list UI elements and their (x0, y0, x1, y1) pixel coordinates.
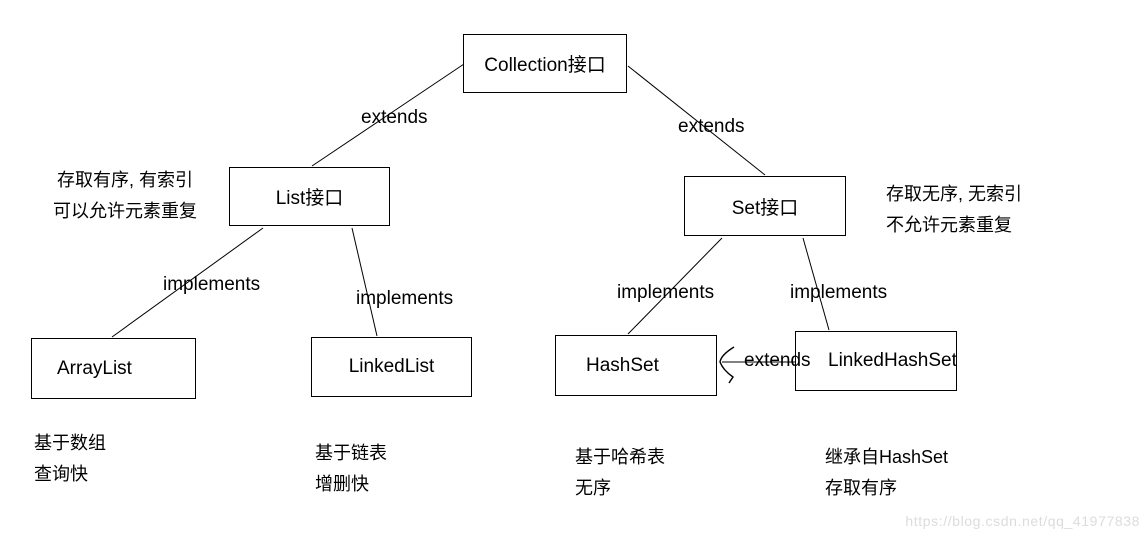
node-linkedlist: LinkedList (311, 337, 472, 397)
note-line: 基于哈希表 (575, 447, 665, 467)
edge-label-extends-collection-list: extends (361, 107, 428, 128)
edge-label-extends-collection-set: extends (678, 116, 745, 137)
node-label: ArrayList (57, 357, 132, 379)
edge-label-implements-linkedlist: implements (356, 288, 454, 309)
node-collection-interface: Collection接口 (463, 34, 627, 93)
edge-label-implements-linkedhashset: implements (790, 282, 888, 303)
node-set-interface: Set接口 (684, 176, 846, 236)
note-arraylist: 基于数组 查询快 (34, 428, 106, 490)
note-list-interface: 存取有序, 有索引 可以允许元素重复 (40, 165, 210, 227)
node-label: List接口 (275, 188, 344, 209)
edge-list-linkedlist (351, 227, 378, 337)
csdn-watermark: https://blog.csdn.net/qq_41977838 (905, 513, 1140, 529)
note-line: 可以允许元素重复 (53, 201, 197, 221)
note-line: 无序 (575, 478, 611, 498)
node-list-interface: List接口 (229, 167, 390, 226)
note-hashset: 基于哈希表 无序 (575, 442, 665, 504)
note-line: 存取无序, 无索引 (886, 184, 1023, 204)
arrowhead-linkedhashset-hashset (719, 346, 735, 384)
note-line: 基于链表 (315, 443, 387, 463)
note-line: 存取有序, 有索引 (56, 170, 193, 190)
node-linkedhashset: LinkedHashSet (795, 331, 957, 391)
note-line: 继承自HashSet (825, 447, 949, 467)
node-arraylist: ArrayList (31, 338, 196, 399)
edge-label-extends-linkedhashset-hashset: extends (744, 350, 811, 371)
note-line: 存取有序 (825, 478, 897, 498)
note-line: 增删快 (315, 474, 369, 494)
note-line: 不允许元素重复 (886, 215, 1012, 235)
note-linkedhashset: 继承自HashSet 存取有序 (825, 442, 948, 504)
node-label: HashSet (586, 354, 659, 376)
note-linkedlist: 基于链表 增删快 (315, 438, 387, 500)
node-label: LinkedHashSet (828, 350, 957, 371)
node-label: LinkedList (348, 356, 435, 377)
edge-label-implements-arraylist: implements (163, 274, 261, 295)
node-label: Collection接口 (484, 55, 606, 76)
node-hashset: HashSet (555, 335, 717, 396)
edge-label-implements-hashset: implements (617, 282, 715, 303)
node-label: Set接口 (731, 197, 799, 219)
note-set-interface: 存取无序, 无索引 不允许元素重复 (886, 179, 1022, 241)
note-line: 查询快 (34, 464, 88, 484)
note-line: 基于数组 (34, 433, 106, 453)
